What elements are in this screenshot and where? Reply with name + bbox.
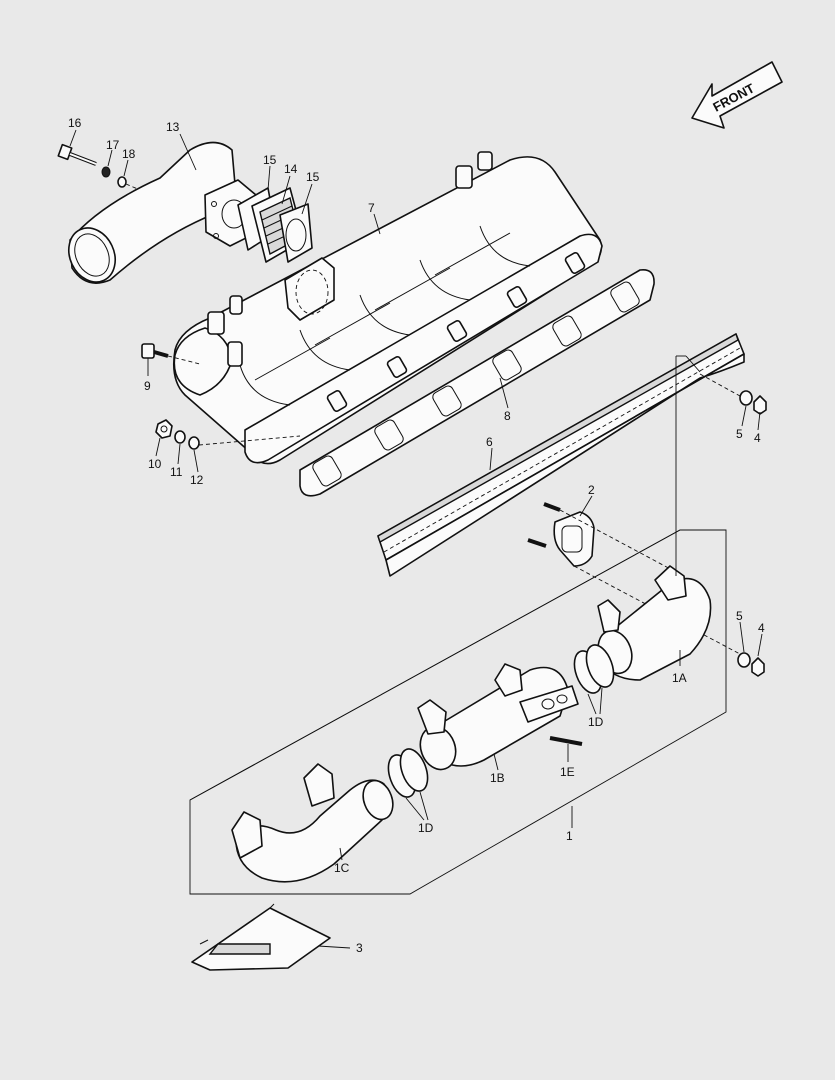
callout-10: 10 [148, 457, 162, 471]
seal-rings-1D-left [387, 748, 429, 798]
callout-5-bottom: 5 [736, 609, 743, 623]
callout-1D-left: 1D [418, 821, 434, 835]
callout-16: 16 [68, 116, 82, 130]
callout-1A: 1A [672, 671, 687, 685]
washer-5-bottom [737, 652, 751, 668]
callout-1E: 1E [560, 765, 575, 779]
callout-14: 14 [284, 162, 298, 176]
callout-17: 17 [106, 138, 120, 152]
callout-18: 18 [122, 147, 136, 161]
callout-2: 2 [588, 483, 595, 497]
callout-3: 3 [356, 941, 363, 955]
washer-11 [174, 430, 186, 444]
nut-4-bottom [751, 657, 765, 677]
bolt-16 [57, 143, 97, 166]
callout-11: 11 [170, 465, 183, 479]
elbow-tube-13 [68, 141, 263, 284]
leader-lines [69, 129, 763, 949]
washer-18 [117, 176, 127, 188]
callout-15a: 15 [263, 153, 277, 167]
callout-labels: 16 17 18 13 15 14 15 7 9 10 11 12 8 6 5 … [68, 116, 765, 955]
washer-17 [101, 166, 111, 178]
gasket-15b [279, 203, 313, 263]
callout-1C: 1C [334, 861, 350, 875]
callout-1D-right: 1D [588, 715, 604, 729]
stud-2b [527, 538, 547, 548]
callout-1: 1 [566, 829, 573, 843]
bolt-9 [141, 343, 169, 359]
callout-4-top: 4 [754, 431, 761, 445]
heat-shield-6 [377, 332, 745, 577]
nut-10 [155, 419, 173, 439]
callout-8: 8 [504, 409, 511, 423]
front-direction-arrow: FRONT [691, 61, 783, 129]
nut-4-top [753, 395, 767, 415]
callout-1B: 1B [490, 771, 505, 785]
heat-shield-tray-3 [191, 903, 331, 971]
exhaust-section-1C [231, 763, 394, 883]
stud-2a [543, 502, 561, 512]
callout-9: 9 [144, 379, 151, 393]
manifold-gasket-8 [299, 268, 655, 497]
stud-1E [549, 736, 583, 746]
exhaust-section-1B [417, 663, 579, 771]
callout-6: 6 [486, 435, 493, 449]
callout-13: 13 [166, 120, 180, 134]
washer-12 [188, 436, 200, 450]
washer-5-top [739, 390, 753, 406]
exhaust-gasket-2 [553, 511, 595, 567]
callout-5-top: 5 [736, 427, 743, 441]
callout-4-bottom: 4 [758, 621, 765, 635]
exhaust-section-1A [597, 565, 712, 681]
callout-12: 12 [190, 473, 204, 487]
intake-manifold-7 [172, 151, 603, 465]
callout-7: 7 [368, 201, 375, 215]
callout-15b: 15 [306, 170, 320, 184]
seal-rings-1D-right [573, 644, 615, 694]
